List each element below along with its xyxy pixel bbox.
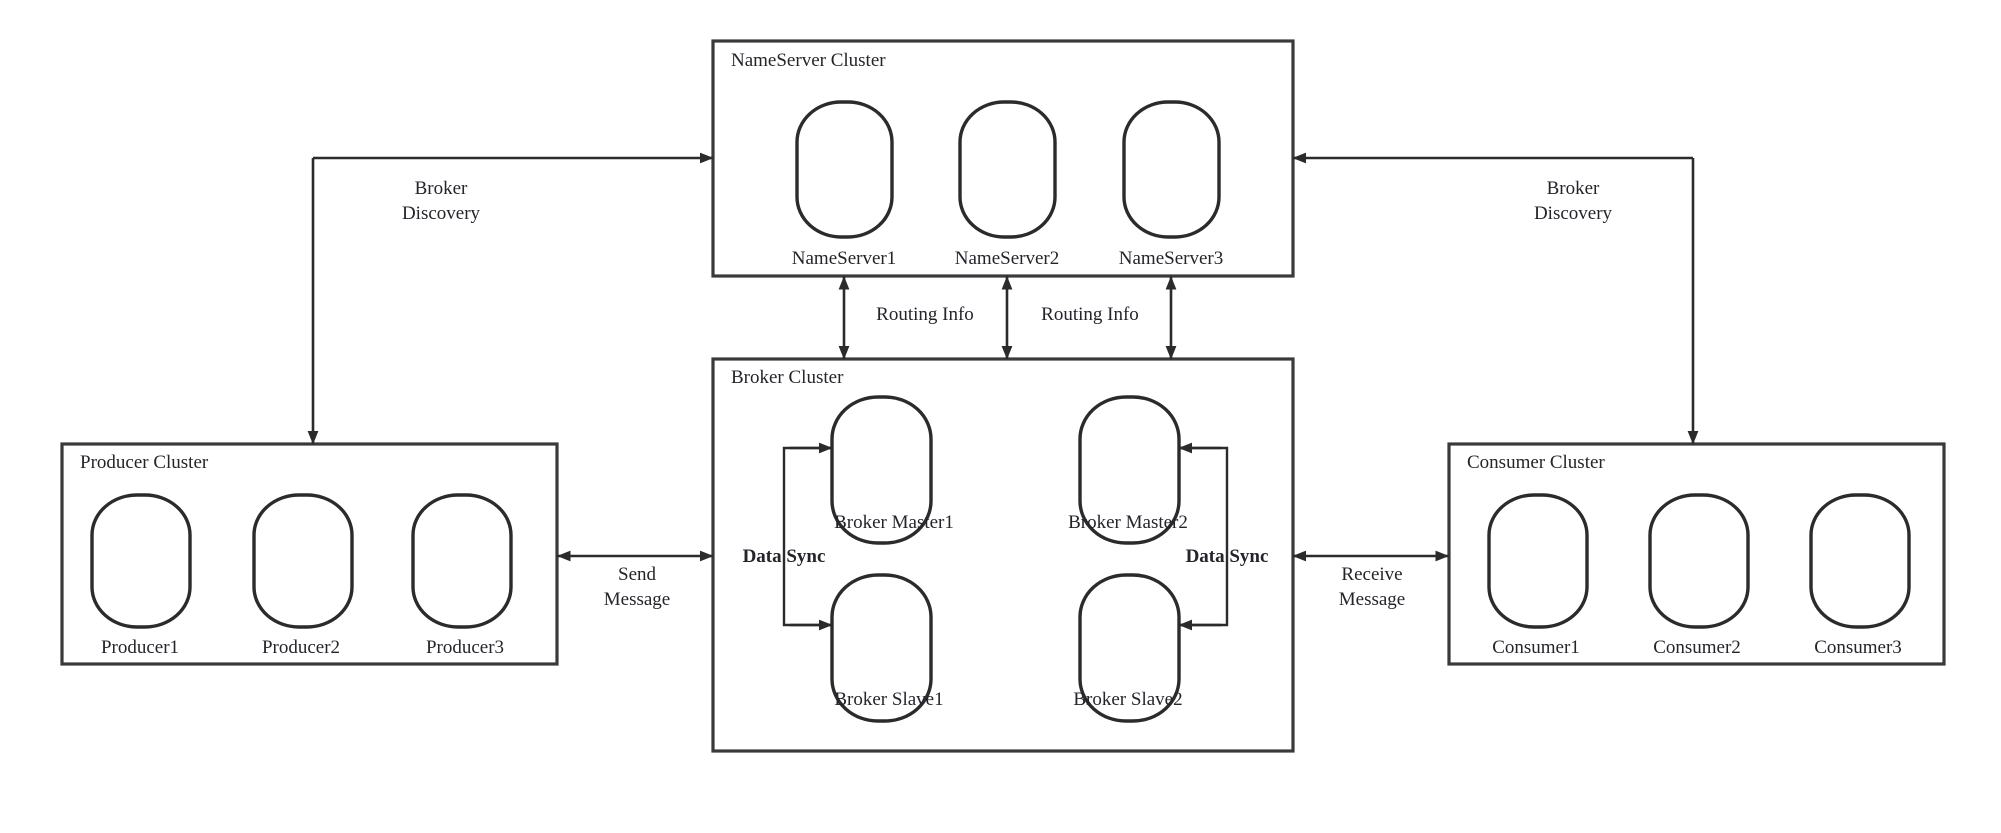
- node-producer2-label: Producer2: [262, 637, 340, 658]
- node-nameserver1-label: NameServer1: [792, 248, 896, 269]
- node-consumer3-shape: [1809, 493, 1911, 629]
- cluster-consumer-title: Consumer Cluster: [1467, 452, 1605, 473]
- node-nameserver3[interactable]: NameServer3: [1119, 100, 1223, 269]
- edge-routing-info-right-label: Routing Info: [1041, 304, 1139, 325]
- node-broker-master1[interactable]: Broker Master1: [830, 395, 954, 545]
- node-broker-slave2-label: Broker Slave2: [1073, 689, 1182, 710]
- edge-send-message[interactable]: Send Message: [557, 550, 714, 610]
- edge-send-message-label-line2: Message: [604, 589, 670, 610]
- edge-broker-discovery-left-label-line2: Discovery: [402, 203, 481, 224]
- node-nameserver2[interactable]: NameServer2: [955, 100, 1059, 269]
- node-producer3-shape: [411, 493, 513, 629]
- cluster-nameserver[interactable]: NameServer Cluster NameServer1 NameServe…: [711, 39, 1295, 278]
- cluster-broker[interactable]: Broker Cluster Broker Master1 Broker Mas…: [711, 357, 1295, 753]
- node-consumer1[interactable]: Consumer1: [1487, 493, 1589, 658]
- node-producer3-label: Producer3: [426, 637, 504, 658]
- edge-data-sync-right-label: Data Sync: [1186, 546, 1269, 567]
- edge-data-sync-right[interactable]: Data Sync: [1178, 442, 1269, 631]
- cluster-broker-title: Broker Cluster: [731, 367, 844, 388]
- node-consumer2-shape: [1648, 493, 1750, 629]
- edge-broker-discovery-right-label-line2: Discovery: [1534, 203, 1613, 224]
- node-consumer3[interactable]: Consumer3: [1809, 493, 1911, 658]
- node-consumer1-label: Consumer1: [1492, 637, 1580, 658]
- edge-send-message-label-line1: Send: [618, 564, 657, 585]
- node-nameserver2-label: NameServer2: [955, 248, 1059, 269]
- node-broker-slave1-shape: [830, 573, 933, 723]
- cluster-producer[interactable]: Producer Cluster Producer1 Producer2 Pro…: [60, 442, 559, 666]
- node-broker-slave2[interactable]: Broker Slave2: [1073, 573, 1183, 723]
- edge-broker-discovery-left-label-line1: Broker: [415, 178, 468, 199]
- node-nameserver3-shape: [1122, 100, 1221, 239]
- node-consumer2[interactable]: Consumer2: [1648, 493, 1750, 658]
- node-broker-master1-label: Broker Master1: [834, 512, 954, 533]
- node-producer2-shape: [252, 493, 354, 629]
- edge-broker-discovery-left[interactable]: Broker Discovery: [307, 152, 714, 445]
- edge-routing-info-left-label: Routing Info: [876, 304, 974, 325]
- cluster-producer-title: Producer Cluster: [80, 452, 209, 473]
- node-producer1[interactable]: Producer1: [90, 493, 192, 658]
- node-nameserver3-label: NameServer3: [1119, 248, 1223, 269]
- node-nameserver1-shape: [795, 100, 894, 239]
- node-broker-slave2-shape: [1078, 573, 1181, 723]
- edge-receive-message-label-line1: Receive: [1341, 564, 1402, 585]
- node-broker-master2-label: Broker Master2: [1068, 512, 1188, 533]
- node-producer2[interactable]: Producer2: [252, 493, 354, 658]
- node-producer3[interactable]: Producer3: [411, 493, 513, 658]
- node-broker-slave1-label: Broker Slave1: [834, 689, 943, 710]
- edge-data-sync-left[interactable]: Data Sync: [743, 442, 833, 631]
- cluster-consumer[interactable]: Consumer Cluster Consumer1 Consumer2 Con…: [1447, 442, 1946, 666]
- node-producer1-label: Producer1: [101, 637, 179, 658]
- cluster-nameserver-title: NameServer Cluster: [731, 50, 886, 71]
- node-broker-slave1[interactable]: Broker Slave1: [830, 573, 944, 723]
- node-nameserver2-shape: [958, 100, 1057, 239]
- edge-receive-message-label-line2: Message: [1339, 589, 1405, 610]
- edge-data-sync-left-label: Data Sync: [743, 546, 826, 567]
- edge-broker-discovery-right-label-line1: Broker: [1547, 178, 1600, 199]
- node-broker-master2[interactable]: Broker Master2: [1068, 395, 1188, 545]
- edge-broker-discovery-right[interactable]: Broker Discovery: [1292, 152, 1699, 445]
- node-nameserver1[interactable]: NameServer1: [792, 100, 896, 269]
- node-consumer3-label: Consumer3: [1814, 637, 1902, 658]
- node-producer1-shape: [90, 493, 192, 629]
- edge-receive-message[interactable]: Receive Message: [1292, 550, 1449, 610]
- node-broker-master2-shape: [1078, 395, 1181, 545]
- node-consumer2-label: Consumer2: [1653, 637, 1741, 658]
- node-broker-master1-shape: [830, 395, 933, 545]
- node-consumer1-shape: [1487, 493, 1589, 629]
